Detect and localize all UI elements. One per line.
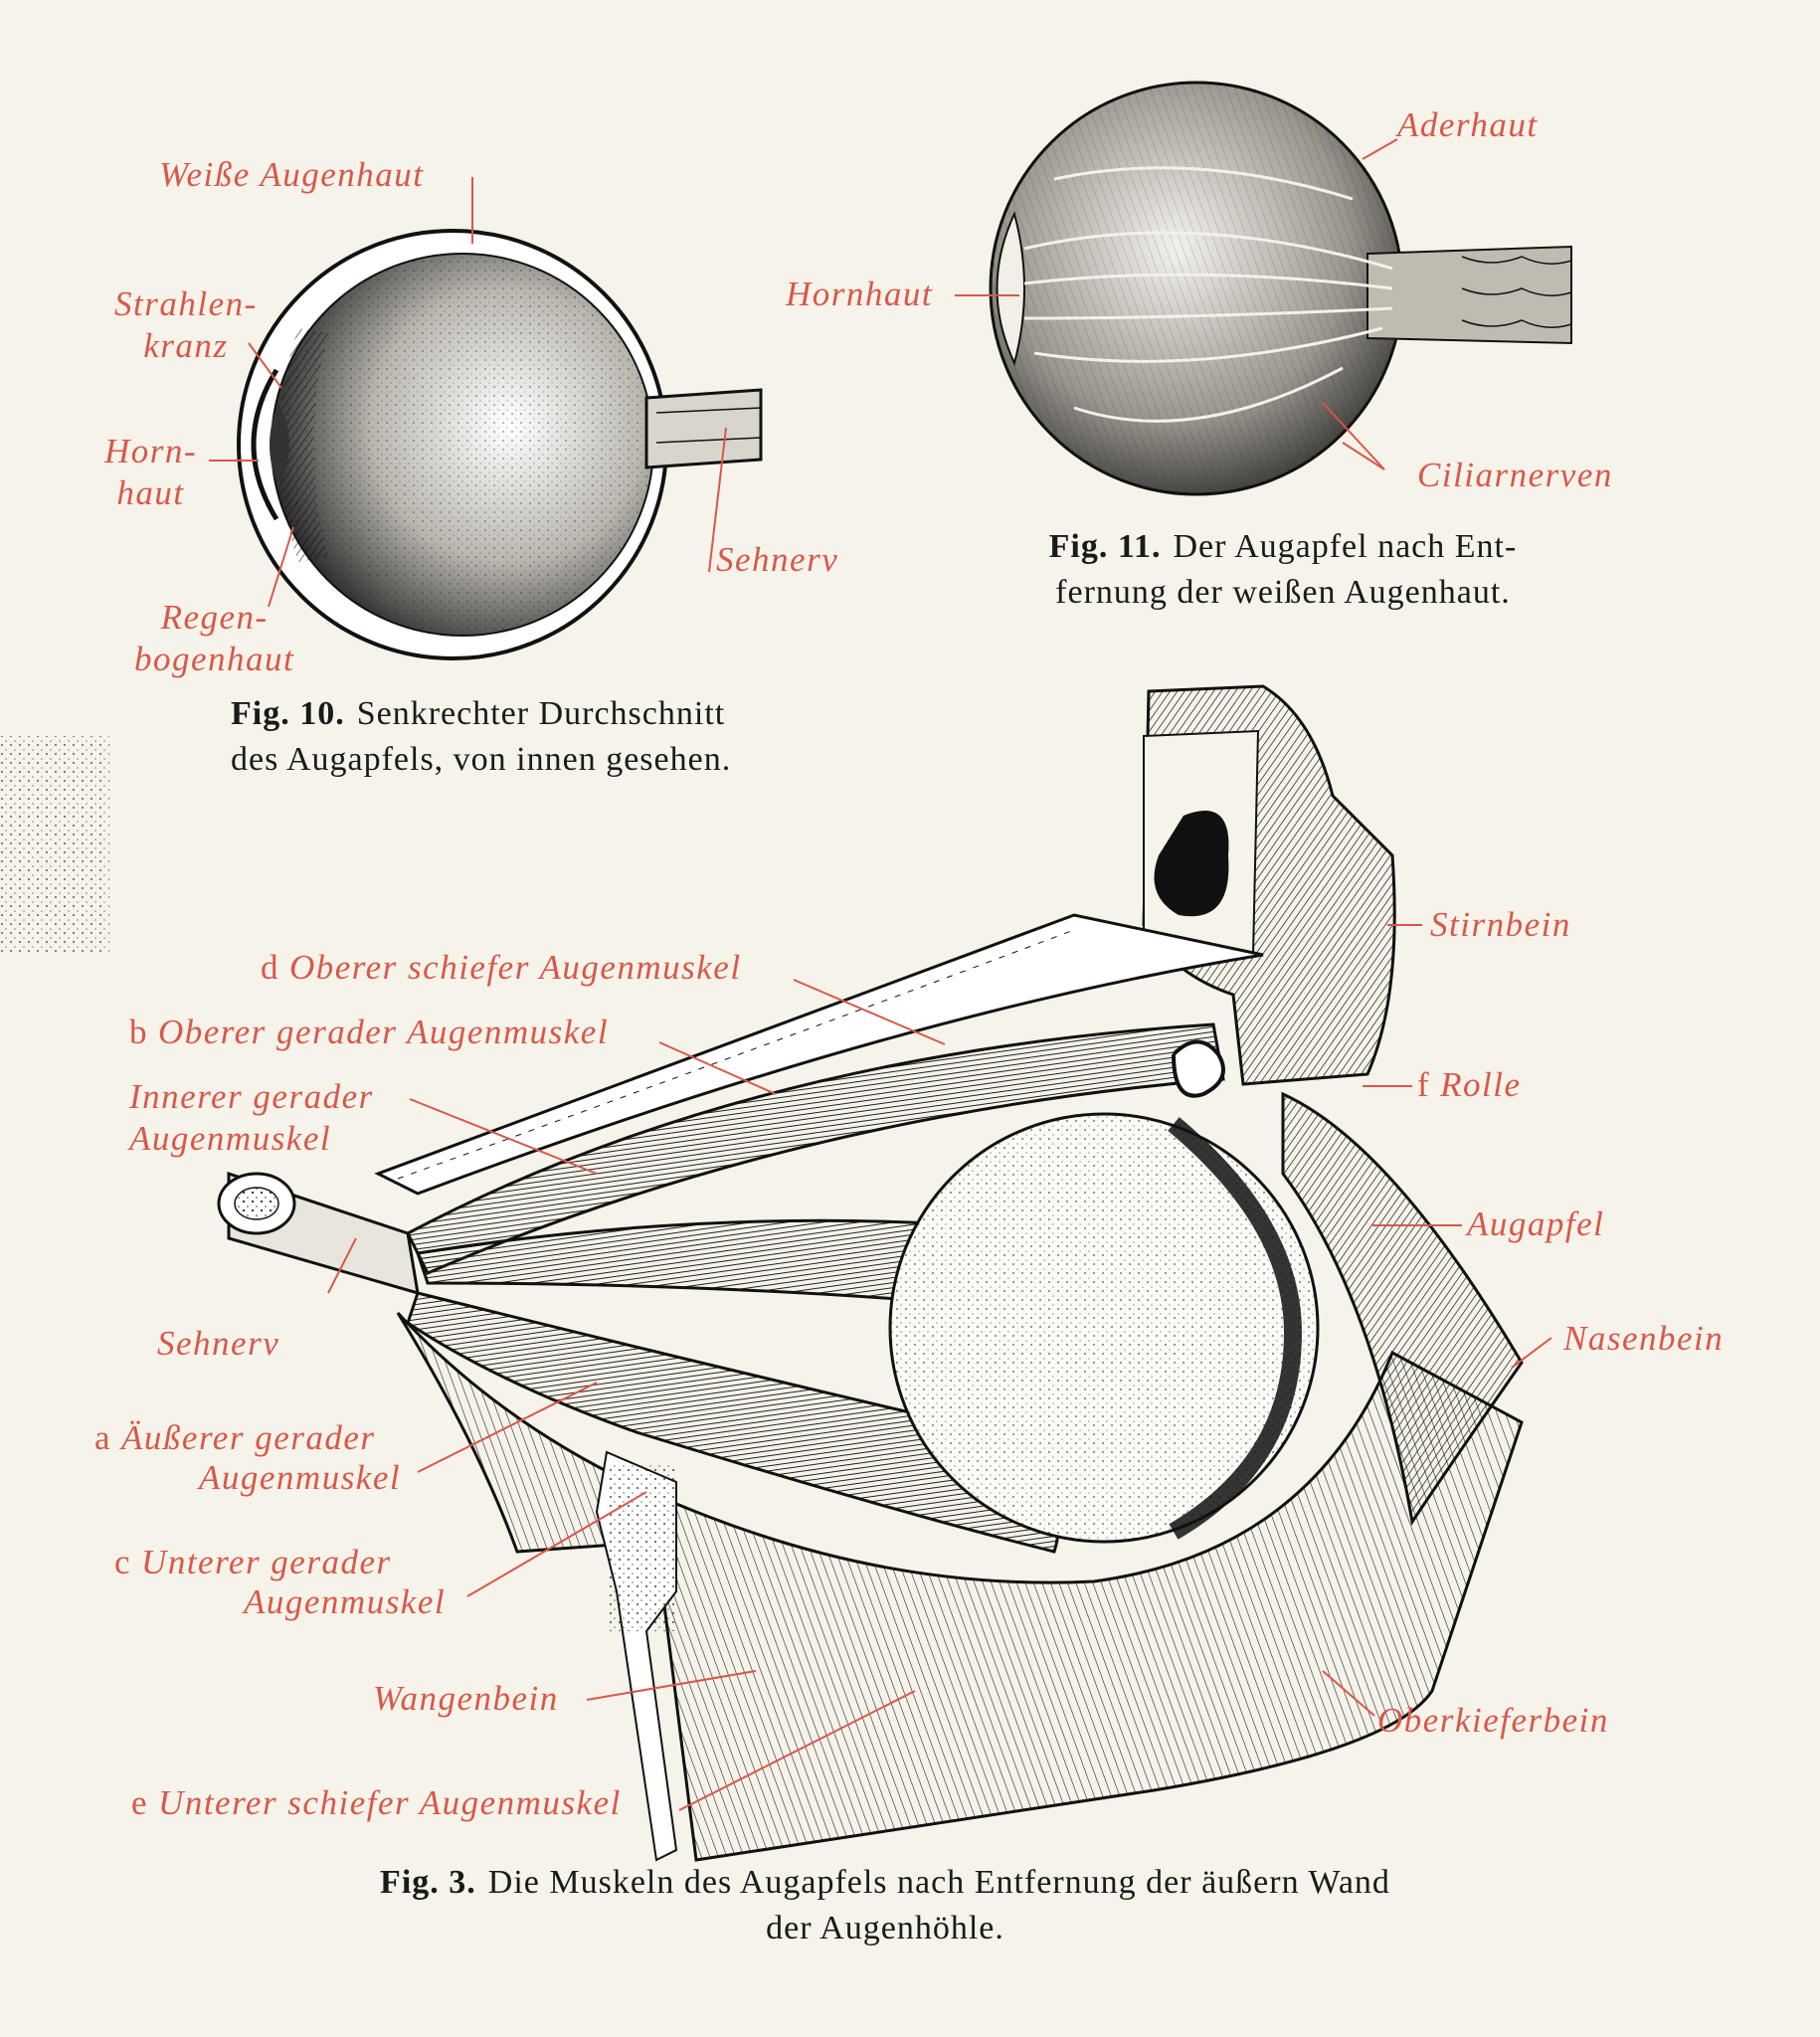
label-b-oberer-gerader: b Oberer gerader Augenmuskel xyxy=(129,1015,609,1049)
leader-lines xyxy=(209,138,1552,1811)
label-regenbogenhaut: Regen- bogenhaut xyxy=(134,598,295,678)
label-strahlenkranz: Strahlen- kranz xyxy=(114,284,258,365)
fig3-caption-number: Fig. 3. xyxy=(380,1864,476,1901)
fig3-orbital-roof xyxy=(374,913,1264,1196)
label-a-text: Äußerer gerader xyxy=(121,1418,376,1457)
label-augapfel: Augapfel xyxy=(1467,1204,1605,1243)
fig10-cornea xyxy=(251,368,279,521)
label-d-text: Oberer schiefer Augenmuskel xyxy=(289,948,742,987)
fig3-caption: Fig. 3. Die Muskeln des Augapfels nach En… xyxy=(189,1860,1581,1951)
label-fig3-sehnerv: Sehnerv xyxy=(157,1324,280,1363)
fig11-caption-line1: Der Augapfel nach Ent- xyxy=(1173,528,1518,565)
fig11-caption: Fig. 11. Der Augapfel nach Ent- fernung d… xyxy=(985,524,1581,616)
fig10-drawing xyxy=(237,229,763,660)
label-f-text: Rolle xyxy=(1440,1065,1522,1104)
label-f-key: f xyxy=(1417,1065,1431,1104)
label-innerer-gerader: Innerer gerader Augenmuskel xyxy=(129,1077,374,1158)
label-d-oberer-schiefer: d Oberer schiefer Augenmuskel xyxy=(261,950,742,985)
label-d-key: d xyxy=(261,948,279,987)
fig10-caption: Fig. 10. Senkrechter Durchschnitt des Aug… xyxy=(231,691,731,783)
label-nasenbein: Nasenbein xyxy=(1563,1319,1725,1358)
label-wangenbein: Wangenbein xyxy=(373,1679,559,1718)
fig11-drawing xyxy=(989,81,1572,496)
fig11-cornea xyxy=(996,211,1025,366)
fig10-optic-nerve xyxy=(644,388,763,469)
label-c-text: Unterer gerader xyxy=(141,1543,392,1581)
fig10-caption-line2: des Augapfels, von innen gesehen. xyxy=(231,740,732,778)
fig11-caption-line2: fernung der weißen Augenhaut. xyxy=(1055,573,1511,611)
fig3-caption-line1: Die Muskeln des Augapfels nach Entfernun… xyxy=(487,1864,1390,1901)
label-weisse-augenhaut: Weiße Augenhaut xyxy=(159,155,425,194)
fig3-caption-line2: der Augenhöhle. xyxy=(766,1909,1004,1946)
label-oberkieferbein: Oberkieferbein xyxy=(1377,1701,1609,1740)
label-b-text: Oberer gerader Augenmuskel xyxy=(158,1013,610,1051)
label-fig11-hornhaut: Hornhaut xyxy=(786,275,934,313)
label-ciliarnerven: Ciliarnerven xyxy=(1417,456,1613,494)
label-aderhaut: Aderhaut xyxy=(1397,105,1539,144)
fig3-drawing xyxy=(0,684,1524,1862)
label-e-text: Unterer schiefer Augenmuskel xyxy=(158,1783,622,1822)
fig3-lower-muscles xyxy=(406,1291,1060,1554)
label-stirnbein: Stirnbein xyxy=(1430,905,1571,944)
label-a-text2: Augenmuskel xyxy=(199,1458,402,1497)
label-fig10-hornhaut: Horn- haut xyxy=(104,432,198,512)
label-b-key: b xyxy=(129,1013,148,1051)
fig10-caption-number: Fig. 10. xyxy=(231,695,345,732)
label-c-key: c xyxy=(114,1543,132,1581)
fig3-nasal-bone xyxy=(1281,1091,1524,1526)
label-e-key: e xyxy=(131,1783,149,1822)
fig10-lens xyxy=(270,403,289,487)
fig10-caption-line1: Senkrechter Durchschnitt xyxy=(356,695,726,732)
label-c-text2: Augenmuskel xyxy=(244,1582,447,1621)
label-a-key: a xyxy=(94,1418,112,1457)
fig11-caption-number: Fig. 11. xyxy=(1048,528,1162,565)
label-fig10-sehnerv: Sehnerv xyxy=(716,540,839,579)
fig10-ciliary-zone xyxy=(278,328,328,562)
fig3-trochlea xyxy=(1172,1039,1225,1098)
